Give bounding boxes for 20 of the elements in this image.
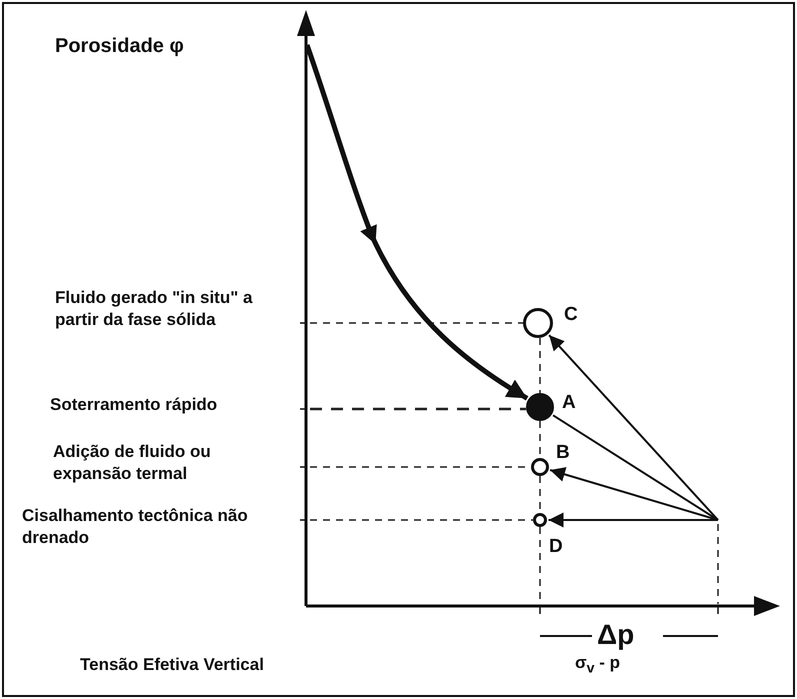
annotation-text: Adição de fluido ou expansão termal — [53, 441, 212, 485]
arrow — [548, 512, 718, 528]
state-circle — [526, 393, 554, 421]
axis-title: σ$_{v}$ - p — [575, 652, 620, 678]
state-circle — [533, 513, 547, 527]
arrow — [304, 44, 528, 400]
point-label: D — [549, 537, 563, 557]
annotation-text: Fluido gerado "in situ" a partir da fase sólida — [55, 287, 254, 331]
arrow — [548, 334, 719, 521]
axis-title: Tensão Efetiva Vertical — [80, 654, 264, 675]
point-label: A — [562, 393, 576, 413]
dimension-label: Δp — [597, 620, 634, 650]
arrow — [550, 467, 718, 521]
state-circle — [531, 458, 549, 476]
annotation-text: Cisalhamento tectônica não drenado — [22, 505, 249, 549]
axis-title: Porosidade φ — [55, 34, 184, 58]
state-circle — [523, 308, 553, 338]
point-label: B — [556, 443, 570, 463]
point-label: C — [564, 305, 578, 325]
annotation-text: Soterramento rápido — [50, 394, 218, 416]
